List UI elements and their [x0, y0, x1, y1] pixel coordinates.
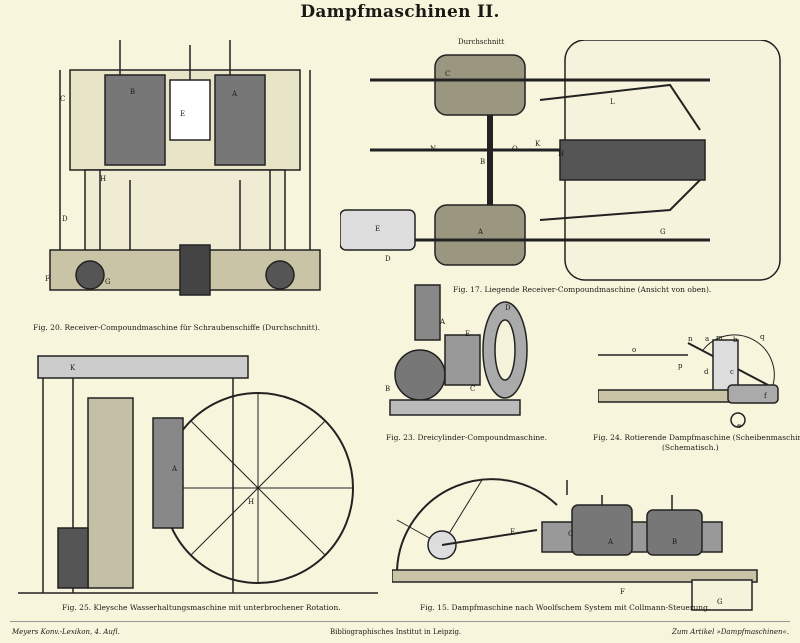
- fig20-label: D: [62, 215, 68, 223]
- footer-publication: Meyers Konv.-Lexikon, 4. Aufl.: [12, 628, 120, 636]
- page-title: Dampfmaschinen II.: [300, 2, 500, 22]
- footer-rule: [10, 621, 790, 622]
- fig24-caption: Fig. 24. Rotierende Dampfmaschine (Schei…: [593, 433, 800, 442]
- fig24-label: q: [760, 333, 765, 341]
- fig24-label: m: [716, 334, 723, 342]
- fig25-caption: Fig. 25. Kleysche Wasserhaltungsmaschine…: [62, 603, 341, 612]
- fig15-label: A: [608, 538, 614, 546]
- fig20-label: H: [100, 175, 107, 183]
- fig24-label: p: [678, 362, 683, 370]
- fig17-label: C: [445, 70, 451, 78]
- fig23-label: E: [465, 330, 471, 338]
- fig17-label: H: [558, 150, 565, 158]
- fig25-illustration: [18, 355, 378, 594]
- fig24-label: e: [737, 422, 742, 430]
- fig20-label: E: [180, 110, 186, 118]
- fig23-label: D: [505, 304, 511, 312]
- fig17-label: B: [480, 158, 486, 166]
- fig24-label: n: [688, 335, 693, 343]
- fig24-label: d: [704, 368, 709, 376]
- fig24-label: f: [764, 392, 767, 400]
- fig15-label: G: [717, 598, 723, 606]
- fig24-label: o: [632, 346, 637, 354]
- fig24-caption-note: (Schematisch.): [662, 443, 719, 452]
- fig17-label: E: [375, 225, 381, 233]
- fig17-label: N: [430, 145, 437, 153]
- fig23-label: C: [470, 385, 476, 393]
- footer-article-ref: Zum Artikel »Dampfmaschinen«.: [672, 628, 790, 636]
- fig25-label: H: [248, 498, 255, 506]
- fig25-label: A: [172, 465, 178, 473]
- fig24-illustration: [598, 334, 779, 428]
- fig23-label: B: [385, 385, 391, 393]
- fig24-label: b: [733, 336, 738, 344]
- footer-publisher: Bibliographisches Institut in Leipzig.: [330, 628, 462, 636]
- fig23-caption: Fig. 23. Dreicylinder-Compoundmaschine.: [386, 433, 548, 442]
- fig17-label: O: [512, 145, 518, 153]
- fig23-illustration: [389, 284, 528, 416]
- fig24-label: a: [705, 335, 710, 343]
- fig17-illustration: [340, 40, 781, 281]
- fig20-label: G: [105, 278, 111, 286]
- fig17-label: L: [610, 98, 615, 106]
- fig20-label: C: [60, 95, 66, 103]
- fig15-label: C: [568, 530, 574, 538]
- fig15-label: F: [620, 588, 625, 596]
- fig17-section-label: Durchschnitt: [458, 38, 505, 46]
- fig15-illustration: [392, 478, 758, 611]
- fig17-label: K: [535, 140, 541, 148]
- fig17-label: A: [478, 228, 484, 236]
- fig17-label: G: [660, 228, 666, 236]
- fig23-label: A: [440, 318, 446, 326]
- fig15-label: E: [510, 528, 516, 536]
- fig20-label: B: [130, 88, 136, 96]
- fig20-illustration: [49, 40, 321, 296]
- fig17-label: D: [385, 255, 391, 263]
- fig15-label: B: [672, 538, 678, 546]
- fig20-label: A: [232, 90, 238, 98]
- fig17-caption: Fig. 17. Liegende Receiver-Compoundmasch…: [453, 285, 712, 294]
- fig24-label: c: [730, 368, 734, 376]
- fig20-label: F: [45, 275, 50, 283]
- fig20-caption: Fig. 20. Receiver-Compoundmaschine für S…: [33, 323, 321, 332]
- fig25-label: K: [70, 364, 76, 372]
- fig15-caption: Fig. 15. Dampfmaschine nach Woolfschem S…: [420, 603, 711, 612]
